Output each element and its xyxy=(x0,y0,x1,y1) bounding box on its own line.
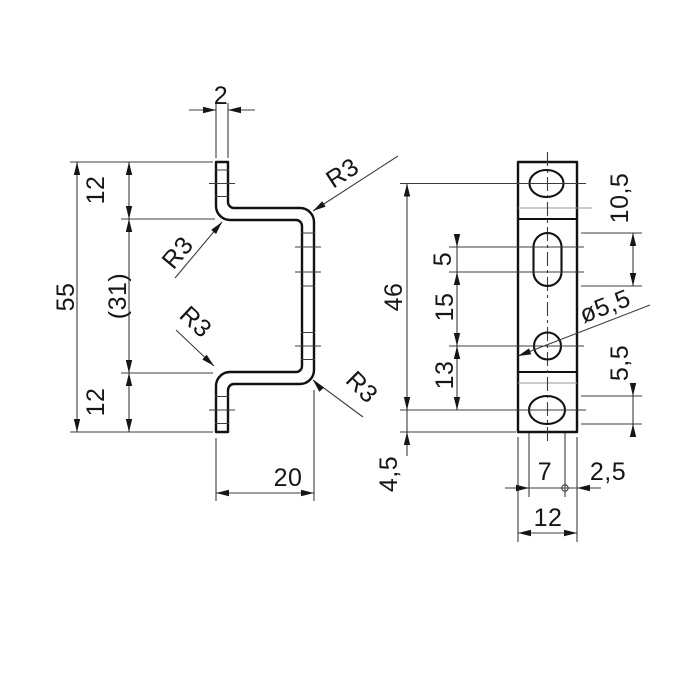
dim-bottom-edge-offset: 4,5 xyxy=(375,456,403,492)
dimension-lines-right xyxy=(406,183,634,534)
dim-web-height: (31) xyxy=(104,273,132,319)
profile-dimensions: 2 55 12 (31) 12 20 R3 R3 R3 R3 xyxy=(52,82,399,501)
dim-overall-height: 55 xyxy=(52,283,80,312)
dim-slot-pitch: 5 xyxy=(429,252,457,266)
radius-leader-lines xyxy=(174,155,399,418)
hole-center-ticks xyxy=(209,182,321,411)
dim-depth: 20 xyxy=(274,464,303,492)
dim-thickness: 2 xyxy=(214,82,228,110)
dim-bottom-slot-height: 5,5 xyxy=(606,345,634,381)
dimension-lines-left xyxy=(76,109,314,494)
radius-label-bottom-right: R3 xyxy=(340,366,383,409)
front-view xyxy=(400,152,592,443)
front-dimensions: 46 5 15 13 10,5 ø5,5 5,5 4,5 7 2,5 12 xyxy=(375,173,651,542)
strip-outline xyxy=(516,160,579,434)
dim-slot-to-hole: 15 xyxy=(431,293,459,322)
radius-label-bottom-left: R3 xyxy=(174,301,217,344)
radius-label-top-right: R3 xyxy=(321,153,364,194)
radius-label-top-left: R3 xyxy=(157,231,200,274)
dim-bottom-flange: 12 xyxy=(82,388,110,417)
profile-outline xyxy=(214,160,316,434)
diameter-leader-line xyxy=(517,304,651,357)
dim-side-margin: 2,5 xyxy=(590,458,626,486)
hole-centerlines xyxy=(400,182,586,433)
dim-top-flange: 12 xyxy=(82,176,110,205)
hole-edge-ticks xyxy=(215,169,315,425)
dimension-origin-circle xyxy=(561,484,569,492)
dim-strip-width: 12 xyxy=(534,504,563,532)
dim-bottom-slot-width: 7 xyxy=(538,458,552,486)
dim-slot-length: 10,5 xyxy=(606,173,634,224)
profile-view xyxy=(209,160,321,434)
dim-hole-span: 46 xyxy=(380,283,408,312)
dim-hole-to-bottom-slot: 13 xyxy=(431,361,459,390)
extension-lines-left xyxy=(70,103,315,501)
